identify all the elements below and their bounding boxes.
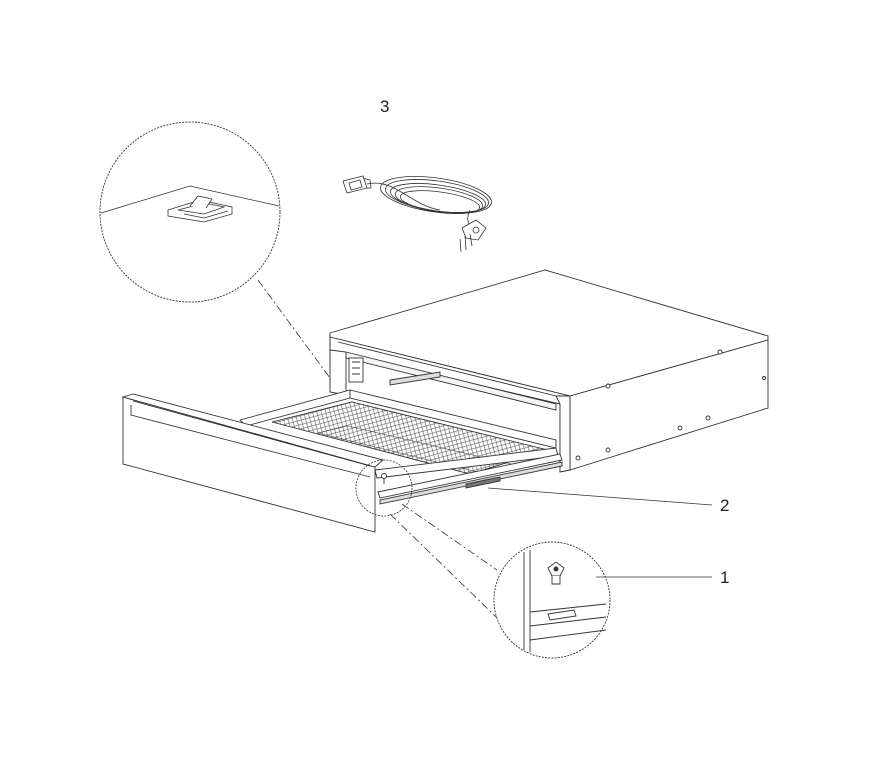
callout-number-1: 1: [720, 568, 730, 587]
leader-line-bracket: [257, 279, 331, 379]
drawer-front-panel: [121, 393, 384, 533]
power-cord-illustration: [342, 175, 492, 253]
detail-circle-bracket: [99, 121, 281, 303]
callout-leader-2: [487, 487, 713, 506]
runner-rail: [377, 453, 563, 505]
cabinet-housing: [329, 269, 769, 473]
detail-marker-circle: [355, 459, 413, 517]
callout-number-3: 3: [380, 97, 390, 116]
plug-icon: [459, 219, 487, 253]
screw-icon: [381, 473, 387, 484]
callout-number-2: 2: [720, 496, 730, 515]
screw-detail-icon: [547, 561, 565, 585]
bracket-clip-icon: [167, 195, 233, 223]
drawer: [121, 371, 563, 533]
detail-circle-screw: [493, 541, 611, 659]
